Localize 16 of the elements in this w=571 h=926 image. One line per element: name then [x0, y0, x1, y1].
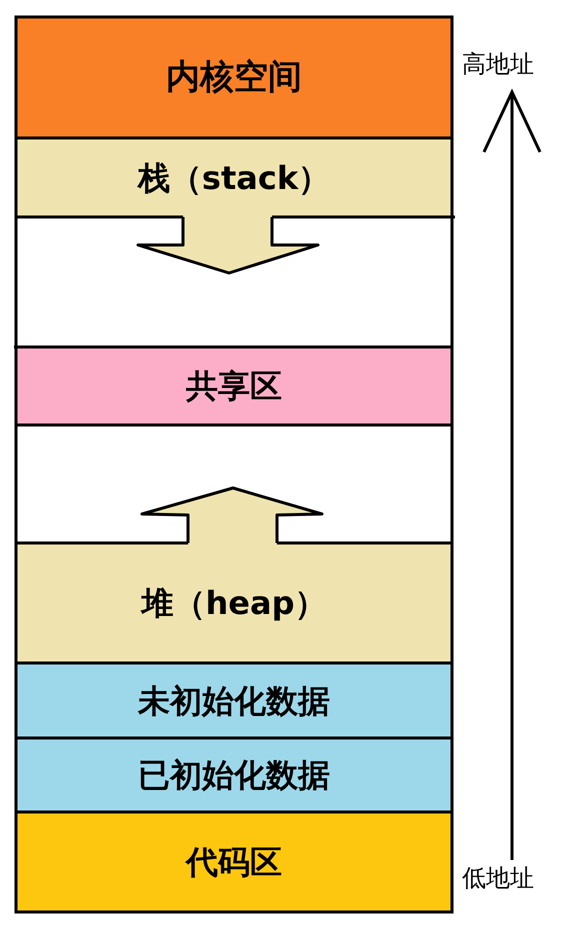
address-label: 低地址: [462, 866, 534, 890]
segment-label: 堆（heap）: [142, 583, 326, 623]
memory-segment: [16, 738, 452, 812]
segment-label: 代码区: [186, 842, 282, 882]
segment-label: 共享区: [186, 366, 282, 406]
memory-segment: [16, 17, 452, 138]
address-label: 高地址: [462, 52, 534, 76]
memory-segment: [16, 812, 452, 912]
memory-segment: [16, 663, 452, 738]
segment-label: 栈（stack）: [138, 158, 330, 198]
memory-segment: [16, 138, 452, 217]
segment-label: 内核空间: [166, 56, 302, 99]
memory-segment: [16, 347, 452, 425]
segment-label: 已初始化数据: [138, 755, 330, 795]
segment-label: 未初始化数据: [138, 680, 330, 720]
memory-segment: [16, 543, 452, 663]
